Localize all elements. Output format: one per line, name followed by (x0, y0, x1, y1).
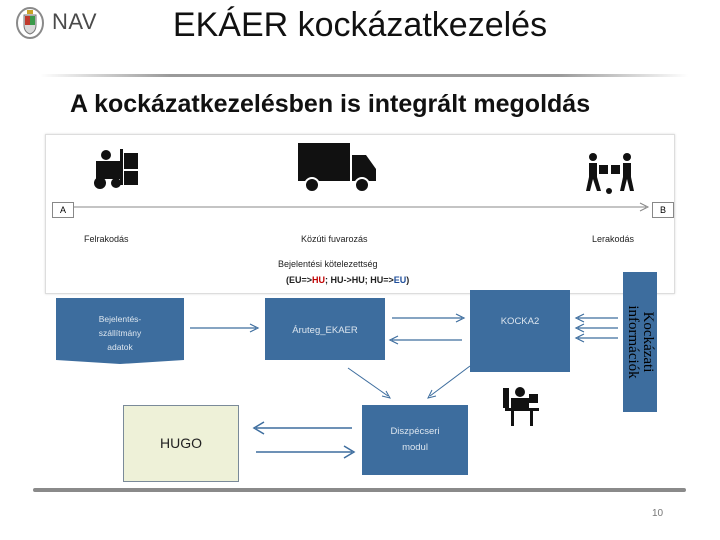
workers-icon (586, 153, 634, 194)
goods-box: Áruteg_EKAER (292, 325, 358, 336)
footer-divider (33, 488, 686, 492)
loading-label: Felrakodás (84, 234, 129, 244)
arrow-diagonals (347, 365, 471, 399)
header-divider (40, 74, 688, 77)
transport-panel: A B Felrakodás Közúti fuvarozás Lerakodá… (45, 134, 675, 294)
goods-shape (265, 298, 385, 360)
logo-text: NAV (52, 9, 98, 34)
truck-icon (298, 143, 376, 193)
arrow-dispatch-hugo (252, 421, 356, 459)
declaration-box: Bejelentés- szállítmány adatok (60, 312, 180, 354)
point-b: B (652, 202, 674, 218)
slide-subtitle: A kockázatkezelésben is integrált megold… (70, 90, 591, 118)
dispatcher-icon (503, 387, 539, 426)
risk-info-line-2: információk (625, 305, 641, 379)
arrow-info-risk (574, 313, 618, 343)
route-arrow (74, 202, 650, 212)
dispatch-box: Diszpécseri modul (362, 424, 468, 456)
declaration-line-1: Bejelentés- (98, 314, 142, 324)
risk-info-line-1: Kockázati (640, 311, 656, 373)
page-title: EKÁER kockázatkezelés (172, 6, 548, 44)
page-number: 10 (652, 508, 664, 519)
declaration-shape (56, 298, 184, 364)
dispatch-line-1: Diszpécseri (390, 426, 440, 437)
risk-box: KOCKA2 (500, 316, 540, 327)
forklift-icon (94, 149, 138, 189)
route-codes: (EU=>HU; HU->HU; HU=>EU) (286, 275, 410, 285)
road-transport-label: Közúti fuvarozás (301, 234, 368, 244)
nav-logo (14, 6, 106, 40)
coat-of-arms-icon (16, 7, 44, 39)
arrow-goods-risk (388, 313, 466, 345)
obligation-label: Bejelentési kötelezettség (278, 259, 378, 269)
arrow-declaration-goods (190, 323, 260, 333)
dispatch-line-2: modul (402, 442, 428, 453)
hugo-box: HUGO (123, 405, 239, 482)
declaration-line-2: szállítmány (98, 328, 142, 338)
declaration-line-3: adatok (107, 342, 133, 352)
dispatch-shape (362, 405, 468, 475)
risk-shape (470, 290, 570, 372)
point-a: A (52, 202, 74, 218)
unloading-label: Lerakodás (592, 234, 635, 244)
